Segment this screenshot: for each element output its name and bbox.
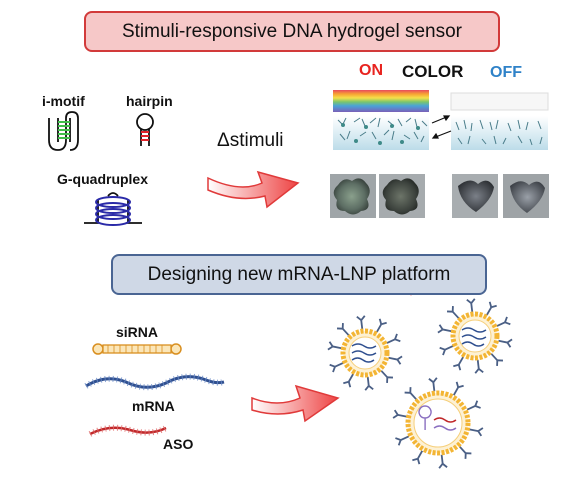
stimuli-arrow <box>207 170 300 209</box>
i-motif-structure-icon <box>48 111 79 151</box>
label-stimuli: Δstimuli <box>217 130 284 151</box>
g-quadruplex-structure-icon <box>84 192 142 226</box>
hydrogel-photo-on-2 <box>379 174 425 218</box>
switch-arrows <box>431 115 452 139</box>
label-color: COLOR <box>402 62 464 81</box>
off-color-bar <box>450 92 549 111</box>
hydrogel-photo-off-1 <box>452 174 498 218</box>
label-aso: ASO <box>163 436 194 452</box>
hairpin-structure-icon <box>136 113 154 146</box>
lipid-nanoparticle-group <box>327 298 513 469</box>
bottom-panel-title: Designing new mRNA-LNP platform <box>111 254 487 295</box>
label-imotif: i-motif <box>42 93 85 109</box>
hydrogel-photo-on-1 <box>330 174 376 218</box>
sirna-icon <box>92 343 182 355</box>
lnp-2 <box>437 298 513 374</box>
top-panel-title: Stimuli-responsive DNA hydrogel sensor <box>84 11 500 52</box>
mrna-icon <box>84 373 225 391</box>
on-hydrogel-schematic <box>333 116 429 150</box>
aso-icon <box>88 424 168 437</box>
label-hairpin: hairpin <box>126 93 173 109</box>
label-on: ON <box>359 62 383 79</box>
label-off: OFF <box>490 64 522 81</box>
label-mrna: mRNA <box>132 398 175 414</box>
delivery-arrow <box>251 384 340 423</box>
on-color-bar <box>333 90 429 112</box>
label-gquadruplex: G-quadruplex <box>57 171 149 187</box>
hydrogel-photo-off-2 <box>503 174 549 218</box>
lnp-3 <box>392 377 484 469</box>
off-hydrogel-schematic <box>451 116 548 150</box>
label-sirna: siRNA <box>116 324 159 340</box>
lnp-1 <box>327 315 403 391</box>
